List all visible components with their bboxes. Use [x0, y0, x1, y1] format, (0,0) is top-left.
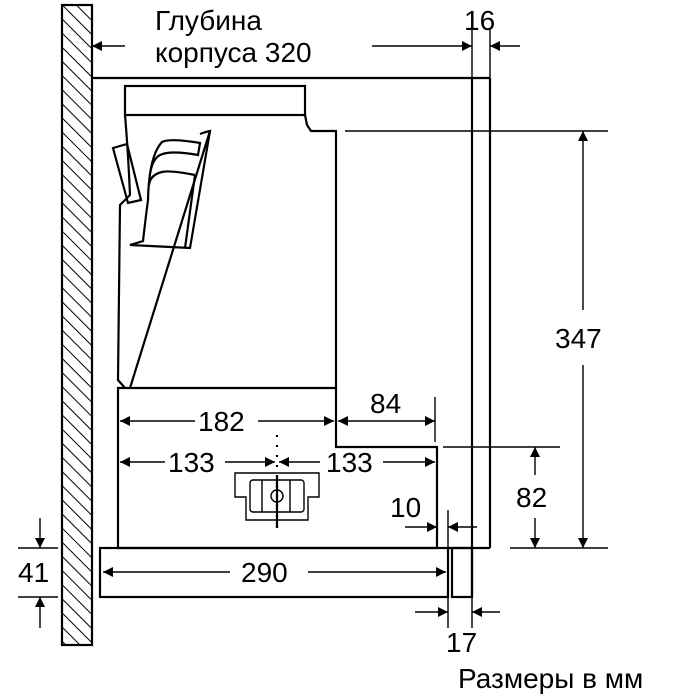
mounting-bracket	[234, 435, 320, 535]
dim-10-label: 10	[390, 492, 421, 523]
depth-label-line1: Глубина	[155, 5, 262, 36]
dim-82-label: 82	[516, 482, 547, 513]
dim-290-label: 290	[241, 557, 288, 588]
dim-347-label: 347	[555, 323, 602, 354]
dim-16-label: 16	[464, 5, 495, 36]
side-panel	[450, 546, 474, 599]
dim-133-right-label: 133	[326, 447, 373, 478]
dim-84-label: 84	[370, 388, 401, 419]
cabinet-outline	[92, 76, 492, 597]
units-note: Размеры в мм	[458, 663, 643, 694]
dimension-lines	[18, 30, 608, 628]
wall-hatched	[60, 3, 94, 647]
dim-133-left-label: 133	[168, 447, 215, 478]
dim-17-label: 17	[446, 627, 477, 658]
hood-motor-unit	[111, 84, 338, 389]
dim-41-label: 41	[18, 557, 49, 588]
front-panel	[98, 546, 450, 599]
dim-182-label: 182	[198, 406, 245, 437]
depth-label-line2: корпуса 320	[155, 37, 312, 68]
